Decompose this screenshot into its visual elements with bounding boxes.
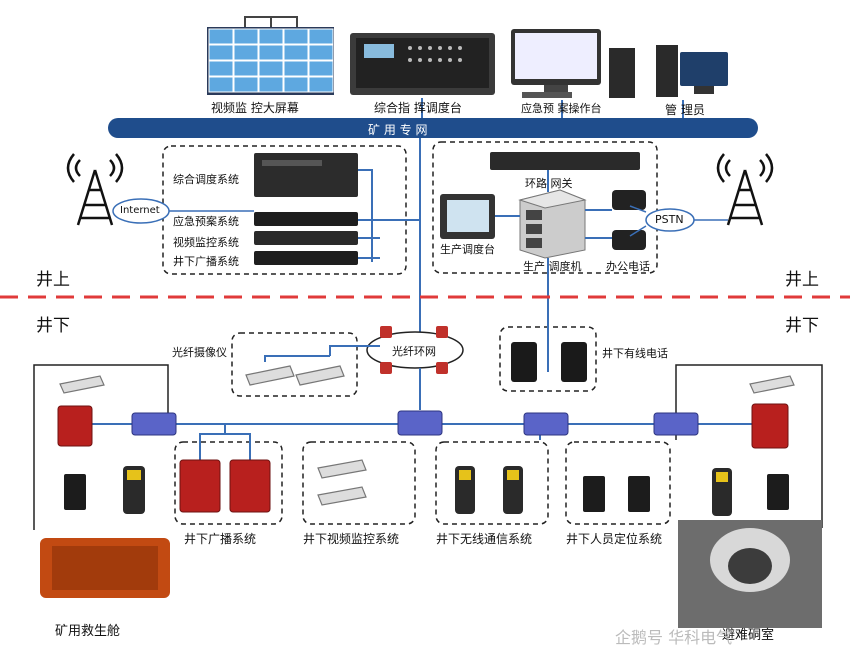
label-admin: 管 理员 bbox=[665, 103, 705, 117]
label-dispatcher: 生产 调度机 bbox=[523, 260, 582, 273]
label-below-right: 井下 bbox=[785, 316, 819, 336]
label-dispatch-console: 综合指 挥调度台 bbox=[374, 101, 462, 115]
label-rescue-capsule: 矿用救生舱 bbox=[55, 624, 121, 639]
rack-item-2: 视频监控系统 bbox=[173, 236, 239, 249]
wired-phone-icons bbox=[511, 342, 587, 382]
wireless-group bbox=[435, 441, 549, 525]
rack-servers-icon bbox=[254, 153, 358, 265]
fiber-camera-group bbox=[231, 332, 358, 397]
dispatch-group bbox=[432, 141, 658, 274]
locator-icons bbox=[64, 474, 789, 512]
rack-item-3: 井下广播系统 bbox=[173, 255, 239, 268]
label-fiber-camera: 光纤摄像仪 bbox=[172, 346, 227, 359]
label-above-left: 井上 bbox=[36, 270, 70, 290]
label-fiber-ring: 光纤环网 bbox=[392, 345, 436, 358]
mine-network-bar bbox=[108, 118, 758, 138]
label-below-left: 井下 bbox=[36, 316, 70, 336]
left-tower-icon bbox=[66, 153, 124, 226]
fiber-ring bbox=[366, 331, 464, 369]
label-refuge-chamber: 避难硐室 bbox=[722, 628, 775, 643]
left-capsule-frame bbox=[33, 364, 169, 530]
label-production-console: 生产调度台 bbox=[440, 243, 495, 256]
gateway-icon bbox=[490, 152, 640, 170]
label-gateway: 环路 网关 bbox=[525, 177, 573, 190]
production-console-icon bbox=[440, 194, 495, 239]
rack-item-0: 综合调度系统 bbox=[173, 173, 239, 186]
label-emergency-console: 应急预 案操作台 bbox=[521, 102, 602, 115]
switch-icons bbox=[131, 410, 699, 436]
positioning-group bbox=[565, 441, 671, 525]
video-wall-icon bbox=[207, 16, 334, 95]
label-video-wall: 视频监 控大屏幕 bbox=[211, 101, 299, 115]
label-above-right: 井上 bbox=[785, 270, 819, 290]
admin-computer-icon bbox=[656, 45, 728, 97]
emergency-console-icon bbox=[511, 29, 635, 98]
dispatch-console-icon bbox=[350, 33, 495, 95]
label-network: 矿 用 专 网 bbox=[368, 123, 428, 137]
rescue-capsule-icon bbox=[40, 538, 170, 598]
refuge-chamber-photo bbox=[678, 520, 822, 628]
watermark: 企鹅号 华科电气 bbox=[615, 628, 733, 647]
rack-item-1: 应急预案系统 bbox=[173, 215, 239, 228]
broadcast-group bbox=[174, 441, 283, 525]
label-broadcast: 井下广播系统 bbox=[184, 532, 257, 546]
label-wired-phone: 井下有线电话 bbox=[602, 347, 668, 360]
red-device-icons bbox=[57, 403, 789, 513]
label-office-phone: 办公电话 bbox=[606, 260, 650, 273]
fiber-camera-icons bbox=[59, 365, 795, 506]
office-phone-icon bbox=[612, 190, 646, 250]
right-capsule-frame bbox=[675, 364, 823, 528]
label-video: 井下视频监控系统 bbox=[303, 532, 400, 546]
right-tower-icon bbox=[716, 153, 774, 226]
label-wireless: 井下无线通信系统 bbox=[436, 532, 533, 546]
label-pstn: PSTN bbox=[655, 213, 684, 226]
dispatcher-server-icon bbox=[518, 189, 587, 259]
handset-icons bbox=[123, 466, 732, 516]
label-internet: Internet bbox=[120, 205, 160, 216]
video-group bbox=[302, 441, 416, 525]
ring-nodes bbox=[380, 326, 448, 374]
label-positioning: 井下人员定位系统 bbox=[566, 532, 663, 546]
